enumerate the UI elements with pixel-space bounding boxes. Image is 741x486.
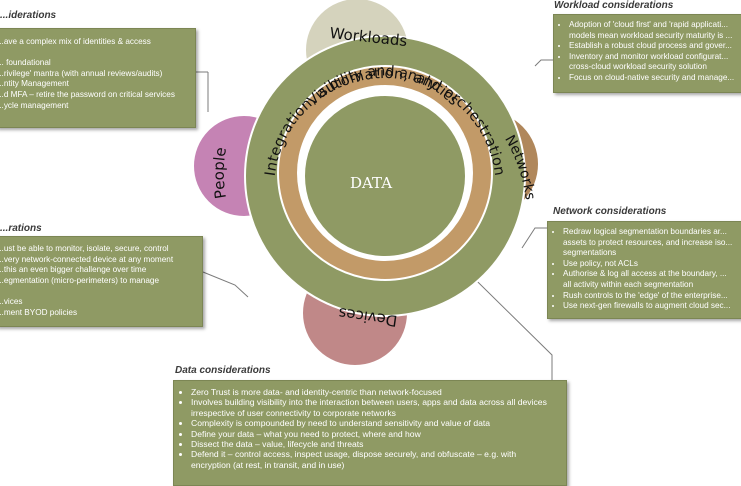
data-item: Involves building visibility into the in… [191, 397, 558, 418]
devices-title: ...rations [0, 223, 42, 234]
workload-item: models mean workload security maturity i… [569, 30, 733, 40]
data-title: Data considerations [175, 365, 271, 376]
network-item: segmentations [563, 248, 617, 258]
connector-workload [534, 59, 553, 67]
workload-box: Adoption of 'cloud first' and 'rapid app… [553, 14, 741, 93]
identity-item: ... foundational [0, 58, 51, 68]
workload-item: Inventory and monitor workload configura… [569, 52, 741, 63]
devices-item: ...very network-connected device at any … [0, 254, 174, 264]
workload-title: Workload considerations [554, 0, 674, 11]
workload-item: cross-cloud workload security solution [569, 62, 707, 72]
data-item: Define your data – what you need to prot… [191, 429, 558, 439]
data-list: Zero Trust is more data- and identity-ce… [179, 387, 558, 470]
identity-item [0, 48, 189, 59]
connector-network [521, 227, 547, 249]
devices-item: ...egmentation (micro-perimeters) to man… [0, 275, 159, 285]
data-item: Dissect the data – value, lifecycle and … [191, 439, 558, 449]
network-item: Use policy, not ACLs [563, 259, 741, 270]
data-core [303, 94, 467, 258]
devices-list: ...ust be able to monitor, isolate, secu… [0, 244, 196, 318]
devices-item: ...vices [0, 296, 23, 306]
devices-item: ...this an even bigger challenge over ti… [0, 265, 147, 275]
identity-item: ...rivilege' mantra (with annual reviews… [0, 68, 163, 78]
identity-item: ...ave a complex mix of identities & acc… [0, 37, 151, 46]
people-label: People [210, 146, 230, 200]
data-item: Defend it – control access, inspect usag… [191, 449, 558, 470]
identity-item: ...ycle management [0, 100, 69, 110]
data-item: Complexity is compounded by need to unde… [191, 418, 558, 428]
network-list: Redraw logical segmentation boundaries a… [551, 227, 741, 312]
identity-title: ...iderations [0, 10, 57, 21]
data-box: Zero Trust is more data- and identity-ce… [173, 380, 567, 486]
devices-box: ...ust be able to monitor, isolate, secu… [0, 236, 203, 327]
data-item: Zero Trust is more data- and identity-ce… [191, 387, 558, 397]
network-item: Rush controls to the 'edge' of the enter… [563, 291, 741, 302]
workload-item: Focus on cloud-native security and manag… [569, 73, 741, 84]
devices-item: ...ment BYOD policies [0, 307, 78, 317]
network-item: assets to protect resources, and increas… [563, 237, 733, 247]
connector-devices [202, 271, 249, 298]
identity-item: ...ntity Management [0, 79, 69, 89]
workload-list: Adoption of 'cloud first' and 'rapid app… [557, 20, 741, 84]
network-title: Network considerations [553, 206, 667, 217]
devices-item [0, 286, 196, 297]
workload-item: Establish a robust cloud process and gov… [569, 41, 741, 52]
network-box: Redraw logical segmentation boundaries a… [547, 221, 741, 319]
workload-item: Adoption of 'cloud first' and 'rapid app… [569, 20, 741, 31]
identity-box: ...ave a complex mix of identities & acc… [0, 28, 196, 128]
devices-item: ...ust be able to monitor, isolate, secu… [0, 244, 169, 253]
network-item: all activity within each segmentation [563, 279, 694, 289]
identity-list: ...ave a complex mix of identities & acc… [0, 37, 189, 111]
network-item: Redraw logical segmentation boundaries a… [563, 227, 741, 238]
network-item: Authorise & log all access at the bounda… [563, 269, 741, 280]
network-item: Use next-gen firewalls to augment cloud … [563, 301, 741, 312]
identity-item: ...d MFA – retire the password on critic… [0, 89, 175, 99]
data-center-label: DATA [350, 174, 392, 192]
